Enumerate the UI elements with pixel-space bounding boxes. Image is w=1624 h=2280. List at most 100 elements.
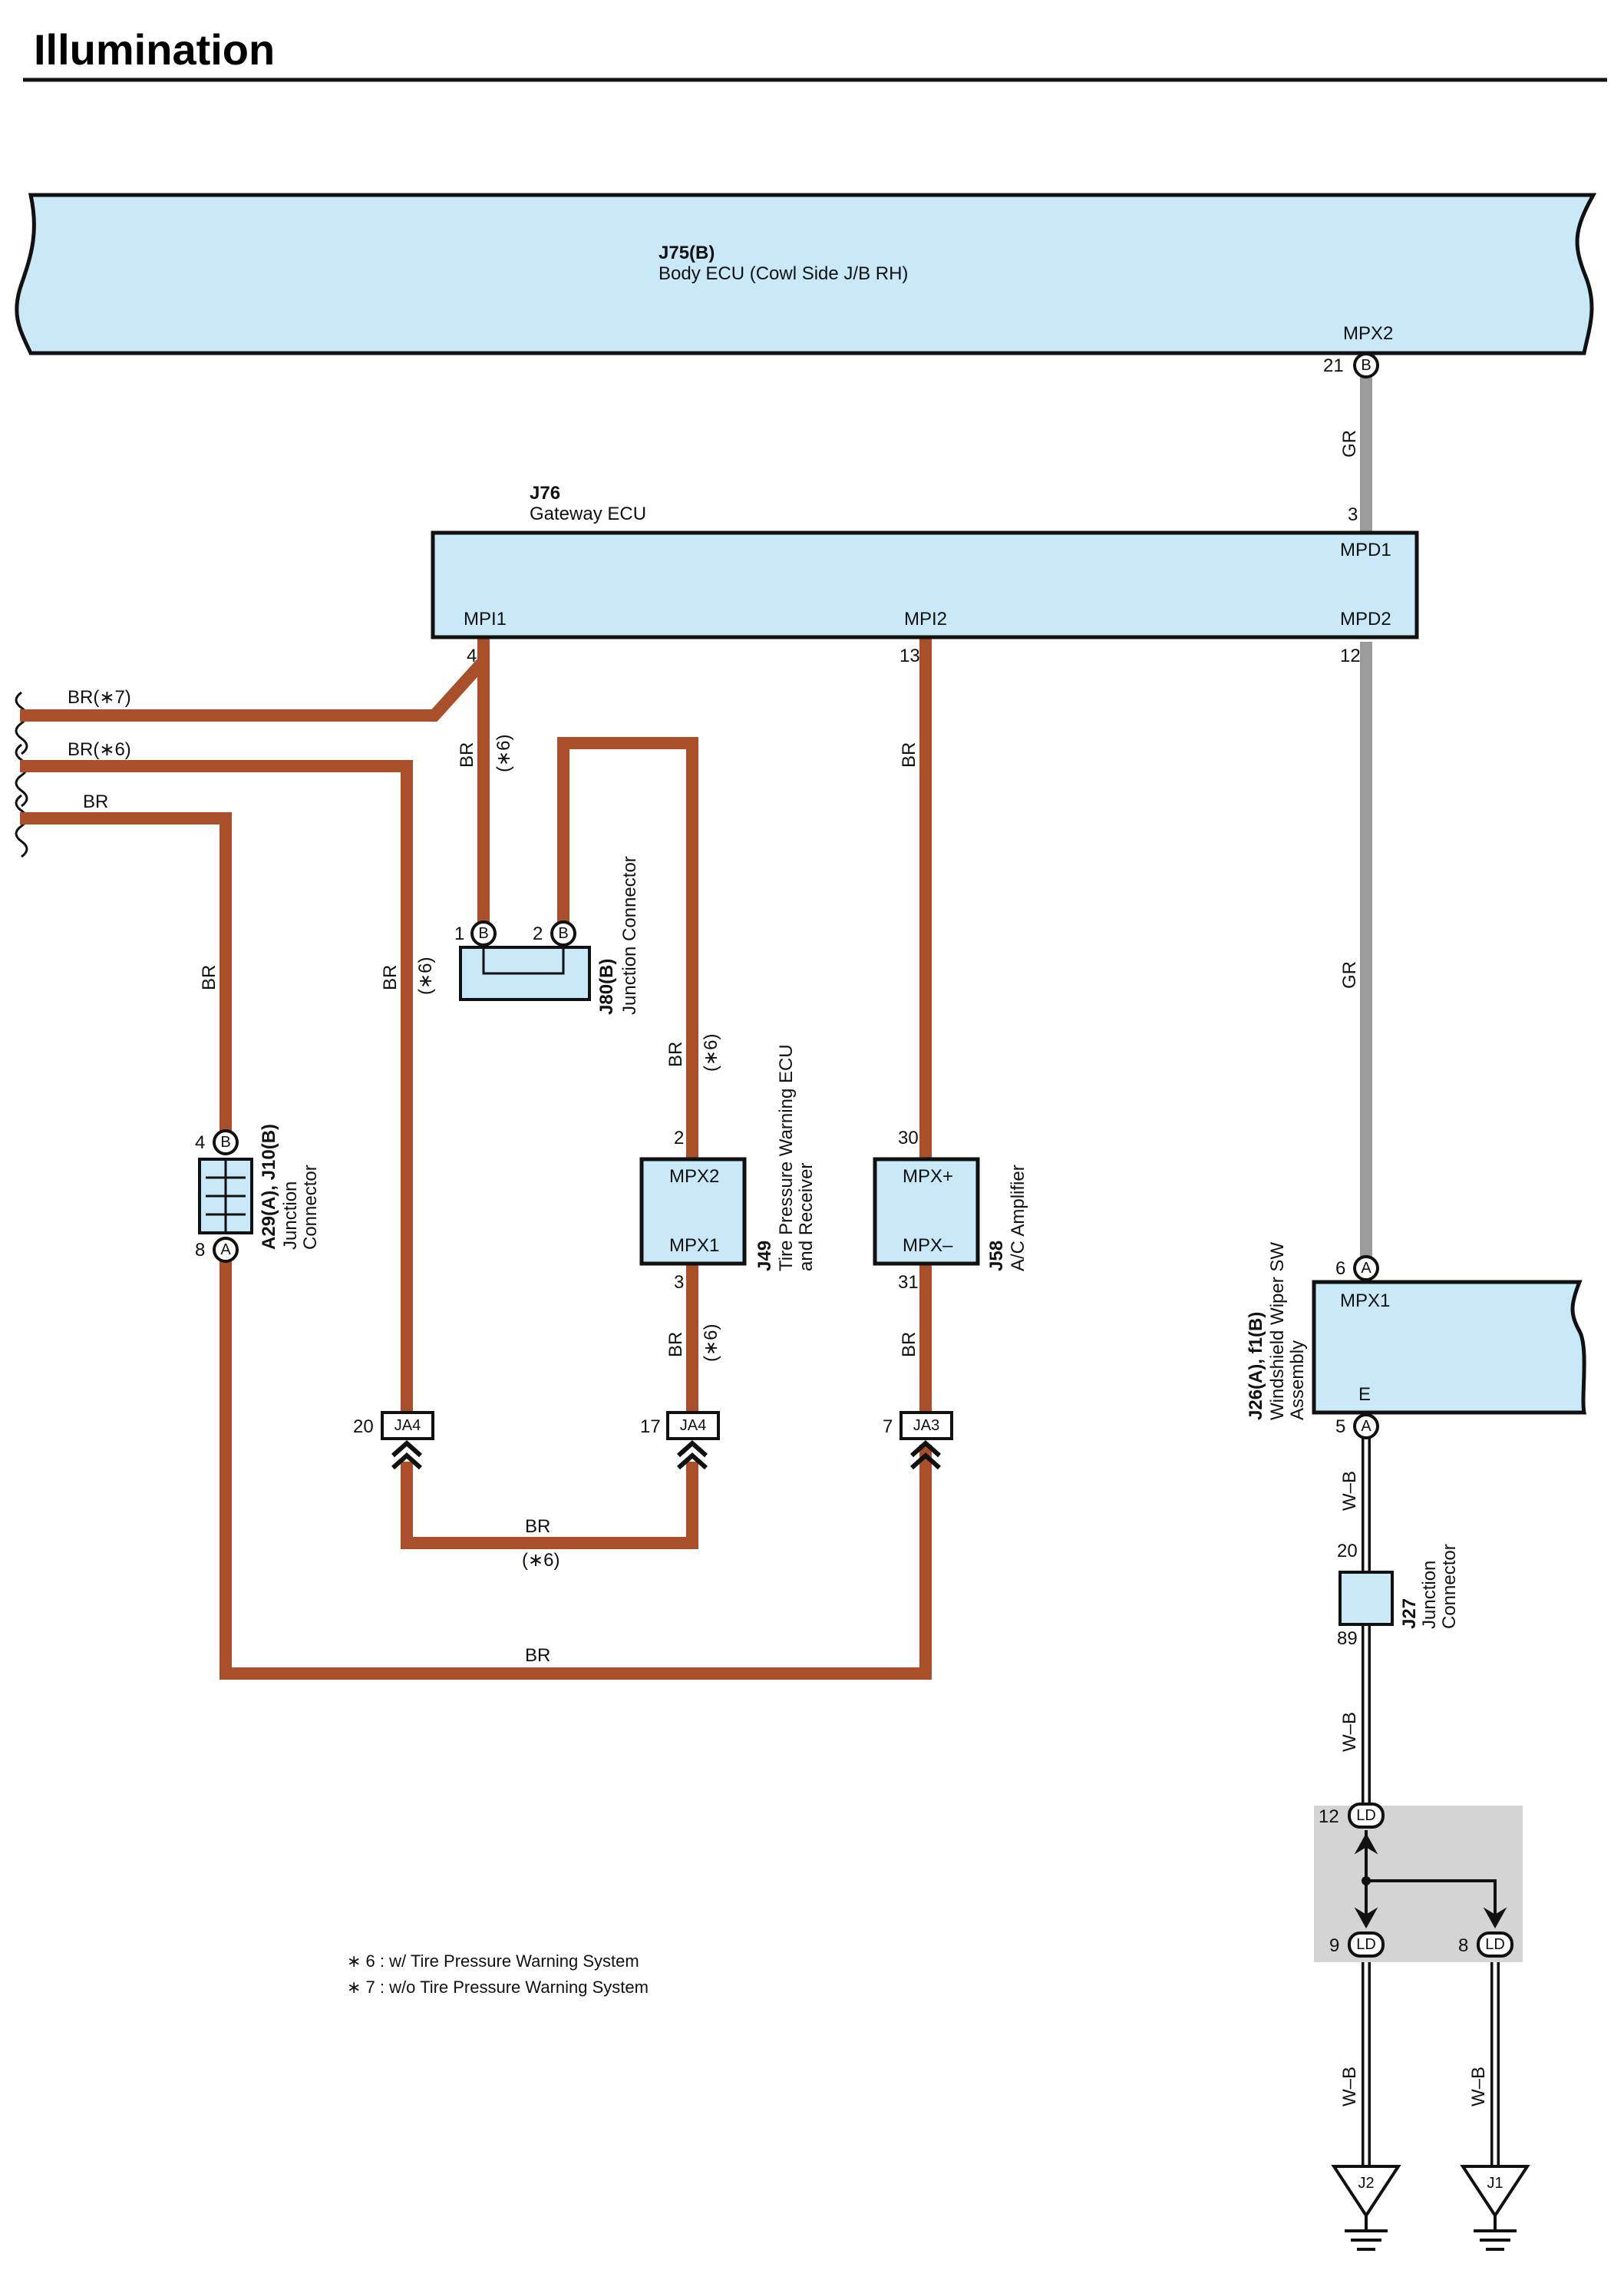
j58-bot-num: 31	[898, 1272, 919, 1293]
ld-arrow-up	[1354, 1832, 1378, 1855]
j80-pin-1-letter: B	[478, 925, 488, 942]
j49-bot-num: 3	[674, 1272, 684, 1293]
j49-top-pin: MPX2	[669, 1166, 719, 1187]
ground-j2-triangle	[1331, 2165, 1401, 2219]
j49-name-2: and Receiver	[796, 1163, 817, 1271]
ground-j2-label: J2	[1358, 2175, 1374, 2192]
wire-br-a29-down	[220, 1259, 932, 1680]
wire-gr-label-top: GR	[1339, 430, 1360, 458]
wire-br-left	[20, 812, 232, 1135]
wire-label-mpi2-br: BR	[899, 742, 919, 768]
gateway-ecu-box	[431, 530, 1419, 639]
body-ecu-name: Body ECU (Cowl Side J/B RH)	[659, 263, 908, 284]
j58-top-pin: MPX+	[903, 1166, 953, 1187]
j26-pin-6-num: 6	[1335, 1258, 1345, 1279]
wire-gr-label-bottom: GR	[1339, 961, 1360, 989]
wire-label-ja4-loop-note: (∗6)	[522, 1550, 559, 1571]
connector-ja4-right-num: 17	[640, 1416, 661, 1437]
connector-ja4-right-label: JA4	[680, 1417, 706, 1434]
ld-splice-dot	[1362, 1876, 1371, 1885]
connector-ja4-right	[666, 1411, 720, 1440]
wire-label-br6-br: BR	[380, 965, 401, 990]
page-title: Illumination	[34, 25, 275, 74]
ld-arrow-down-left	[1354, 1907, 1378, 1929]
connector-ja3-num: 7	[883, 1416, 893, 1437]
a29-pin-4	[213, 1129, 239, 1155]
ld-pin-12-label: LD	[1356, 1807, 1376, 1824]
ld-pin-8-num: 8	[1458, 1935, 1468, 1956]
j26-name-2: Assembly	[1287, 1340, 1308, 1420]
j49-code: J49	[754, 1241, 775, 1271]
a29-code: A29(A), J10(B)	[259, 1124, 279, 1250]
j80-pin-2	[550, 920, 576, 947]
ground-j1-label: J1	[1487, 2175, 1503, 2192]
note-7: ∗ 7 : w/o Tire Pressure Warning System	[347, 1978, 649, 1997]
wire-label-j49-ja4-br: BR	[665, 1332, 686, 1357]
ld-pin-12	[1348, 1803, 1385, 1829]
j27-name-2: Connector	[1439, 1544, 1460, 1629]
j58-top-num: 30	[898, 1128, 919, 1148]
wire-label-mpi1-note: (∗6)	[493, 735, 514, 772]
body-ecu-code: J75(B)	[659, 243, 715, 263]
gateway-ecu-mpi2: MPI2	[904, 609, 947, 629]
a29-pin-4-letter: B	[220, 1134, 230, 1151]
gateway-ecu-name: Gateway ECU	[530, 504, 646, 524]
j27-code: J27	[1399, 1598, 1420, 1629]
connector-ja3-chevron	[910, 1439, 941, 1470]
j49-bot-pin: MPX1	[669, 1235, 719, 1256]
note-6: ∗ 6 : w/ Tire Pressure Warning System	[347, 1951, 639, 1971]
body-ecu-pin-letter: B	[1361, 357, 1371, 374]
wire-label-j49-note: (∗6)	[701, 1034, 721, 1072]
wire-label-br: BR	[83, 791, 108, 812]
j80-name: Junction Connector	[619, 856, 640, 1015]
wire-label-wb-4: W–B	[1468, 2067, 1489, 2107]
ld-pin-9-num: 9	[1329, 1935, 1339, 1956]
junction-connector-j27	[1338, 1571, 1394, 1626]
a29-pin-8-num: 8	[195, 1240, 205, 1261]
wire-label-br6: BR(∗6)	[68, 739, 131, 760]
a29-name-1: Junction	[280, 1181, 301, 1250]
connector-ja4-left-chevron	[391, 1439, 422, 1470]
gateway-ecu-mpd1: MPD1	[1340, 540, 1391, 560]
wire-label-wb-3: W–B	[1339, 2067, 1360, 2107]
ground-j2-symbol	[1345, 2216, 1388, 2251]
j26-pin-5-letter: A	[1361, 1418, 1371, 1435]
wire-label-j49-ja4-note: (∗6)	[701, 1324, 721, 1362]
connector-ja4-left	[381, 1411, 434, 1440]
wire-br-j80-j49	[557, 737, 698, 1158]
connector-ja4-left-label: JA4	[394, 1417, 421, 1434]
body-ecu-box	[15, 193, 1597, 355]
connector-ja4-right-chevron	[677, 1439, 708, 1470]
gateway-ecu-mpi1-num: 4	[467, 646, 477, 666]
a29-pin-4-num: 4	[195, 1132, 205, 1153]
wire-break-mark	[15, 691, 28, 755]
ld-pin-9	[1348, 1931, 1385, 1958]
gateway-ecu-mpi1: MPI1	[464, 609, 507, 629]
j26-name-1: Windshield Wiper SW	[1267, 1242, 1288, 1420]
wire-label-j49-br: BR	[665, 1042, 686, 1067]
j49-top-num: 2	[674, 1128, 684, 1148]
wire-br-7	[20, 659, 487, 722]
j58-code: J58	[986, 1241, 1007, 1271]
wire-label-j58-br: BR	[899, 1332, 919, 1357]
gateway-ecu-code: J76	[530, 483, 560, 504]
ld-pin-12-num: 12	[1319, 1806, 1339, 1827]
j26-pin-5	[1353, 1413, 1379, 1439]
j80-internal-link	[482, 941, 565, 975]
wire-break-mark	[15, 743, 28, 808]
wiper-switch-box	[1312, 1280, 1587, 1415]
j26-pin-6	[1353, 1255, 1379, 1281]
ld-pin-8-label: LD	[1485, 1936, 1505, 1953]
j80-pin-2-num: 2	[533, 924, 543, 944]
j27-bot-num: 89	[1337, 1628, 1358, 1649]
a29-pin-8-letter: A	[220, 1241, 231, 1258]
connector-ja4-left-num: 20	[353, 1416, 374, 1437]
j26-pin-6-letter: A	[1361, 1260, 1371, 1277]
j58-name: A/C Amplifier	[1008, 1165, 1028, 1271]
j27-top-num: 20	[1337, 1541, 1358, 1561]
j80-pin-1	[470, 920, 497, 947]
wire-label-a29-br: BR	[199, 965, 220, 990]
body-ecu-pin-21	[1353, 352, 1379, 378]
wire-label-wb-1: W–B	[1339, 1471, 1360, 1511]
j26-top-pin: MPX1	[1340, 1290, 1390, 1311]
